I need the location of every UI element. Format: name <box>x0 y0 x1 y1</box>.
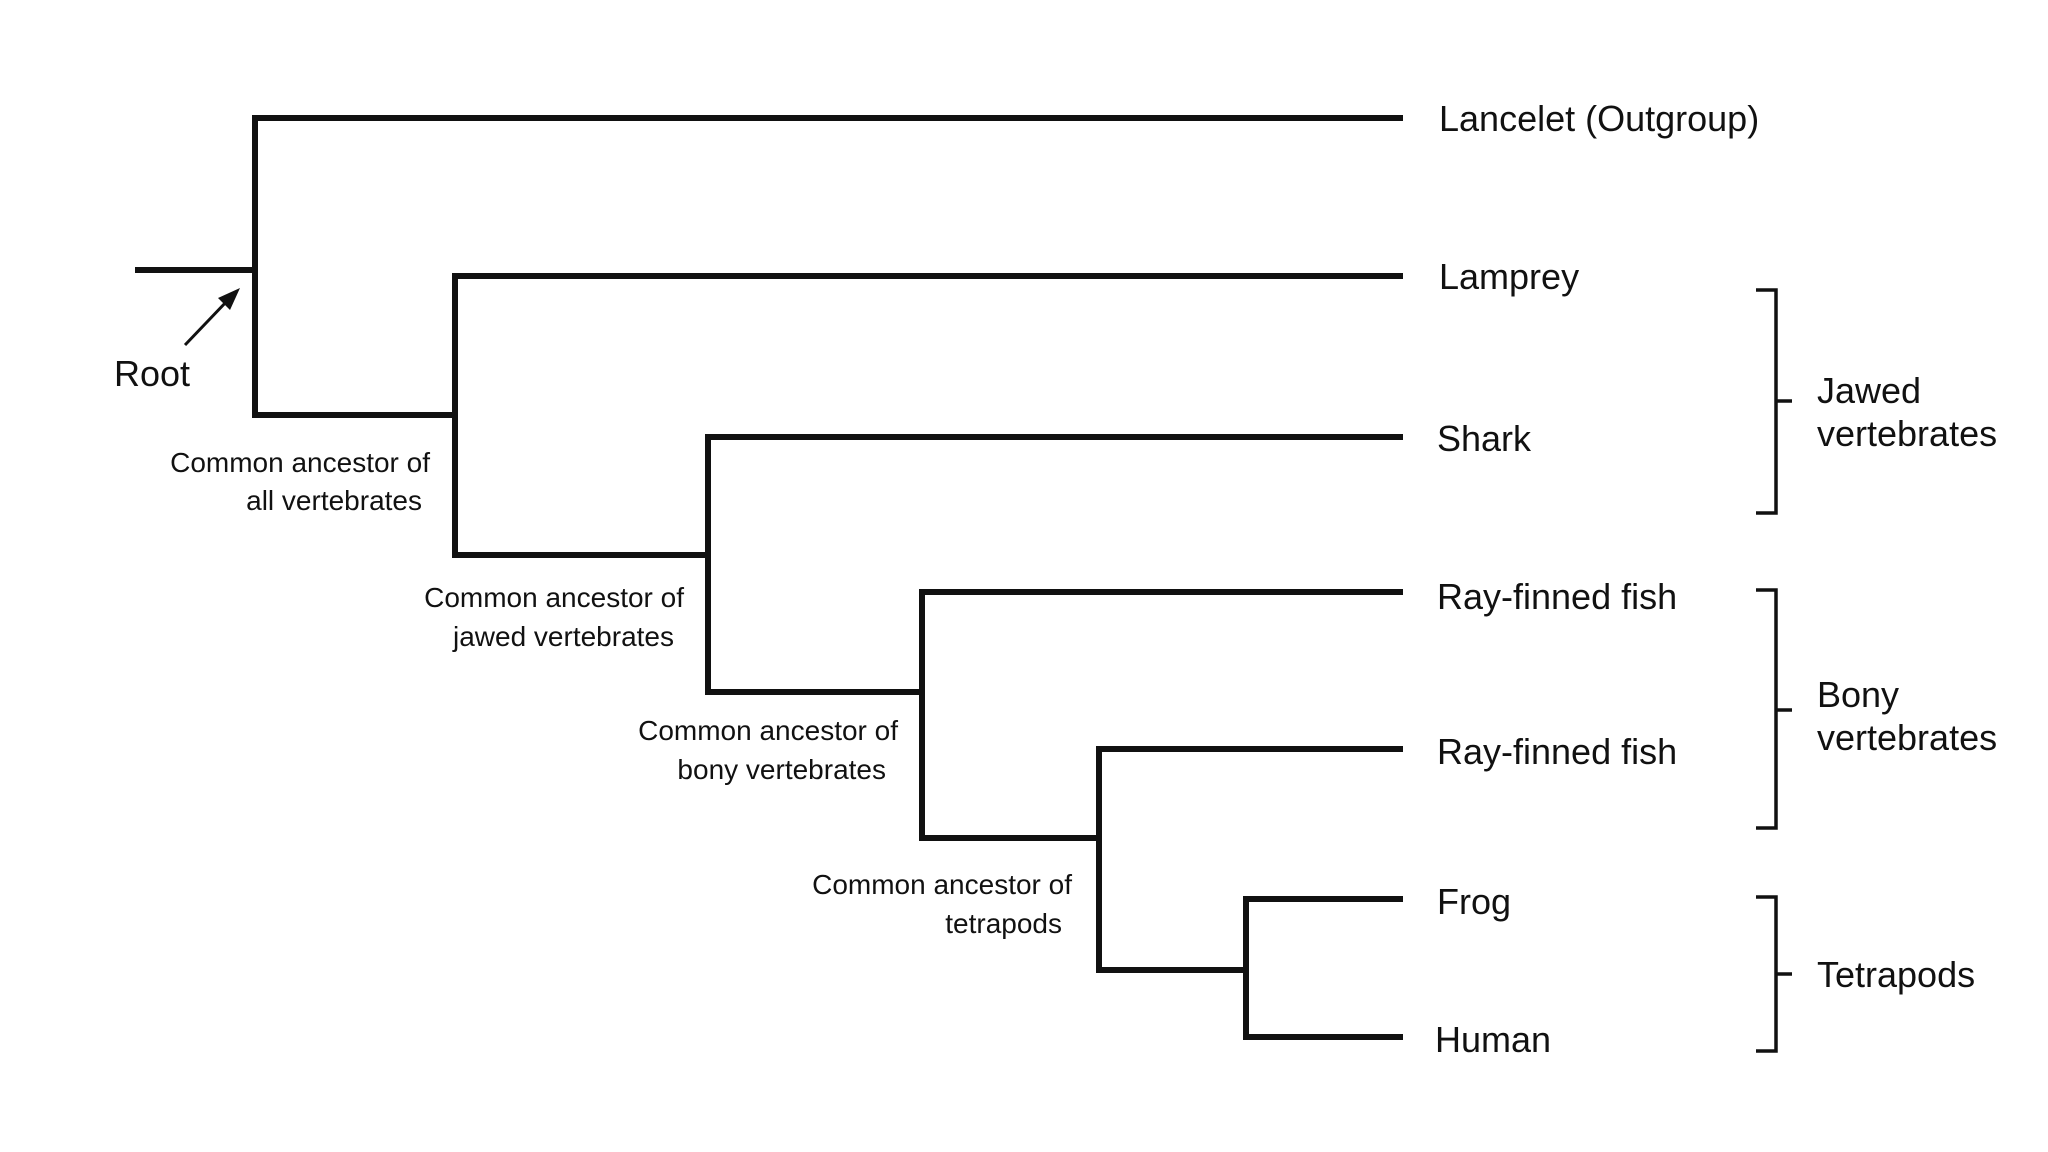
root-arrow-line <box>183 298 230 347</box>
group-label-jawed-line1: Jawed <box>1817 370 1921 411</box>
bracket-bony-vertebrates <box>1756 588 1792 830</box>
root-label: Root <box>114 353 190 394</box>
taxon-label-lamprey: Lamprey <box>1439 256 1579 297</box>
node-label-all-vertebrates-line1: Common ancestor of <box>170 447 430 478</box>
taxon-label-ray-finned-fish-1: Ray-finned fish <box>1437 576 1677 617</box>
group-label-bony-line2: vertebrates <box>1817 717 1997 758</box>
group-label-tetrapods: Tetrapods <box>1817 954 1975 995</box>
taxon-label-lancelet: Lancelet (Outgroup) <box>1439 98 1759 139</box>
node-label-jawed-vertebrates-line1: Common ancestor of <box>424 582 684 613</box>
node-label-bony-vertebrates-line1: Common ancestor of <box>638 715 898 746</box>
taxon-label-human: Human <box>1435 1019 1551 1060</box>
group-label-bony-line1: Bony <box>1817 674 1899 715</box>
taxon-label-frog: Frog <box>1437 881 1511 922</box>
bracket-tetrapods <box>1756 895 1792 1053</box>
node-label-jawed-vertebrates-line2: jawed vertebrates <box>452 621 674 652</box>
group-label-jawed-line2: vertebrates <box>1817 413 1997 454</box>
node-label-all-vertebrates-line2: all vertebrates <box>246 485 422 516</box>
bracket-jawed-vertebrates <box>1756 288 1792 515</box>
root-arrow-head <box>218 288 240 310</box>
node-label-bony-vertebrates-line2: bony vertebrates <box>677 754 886 785</box>
node-label-tetrapods-line2: tetrapods <box>945 908 1062 939</box>
node-label-tetrapods-line1: Common ancestor of <box>812 869 1072 900</box>
taxon-label-shark: Shark <box>1437 418 1532 459</box>
taxon-label-ray-finned-fish-2: Ray-finned fish <box>1437 731 1677 772</box>
